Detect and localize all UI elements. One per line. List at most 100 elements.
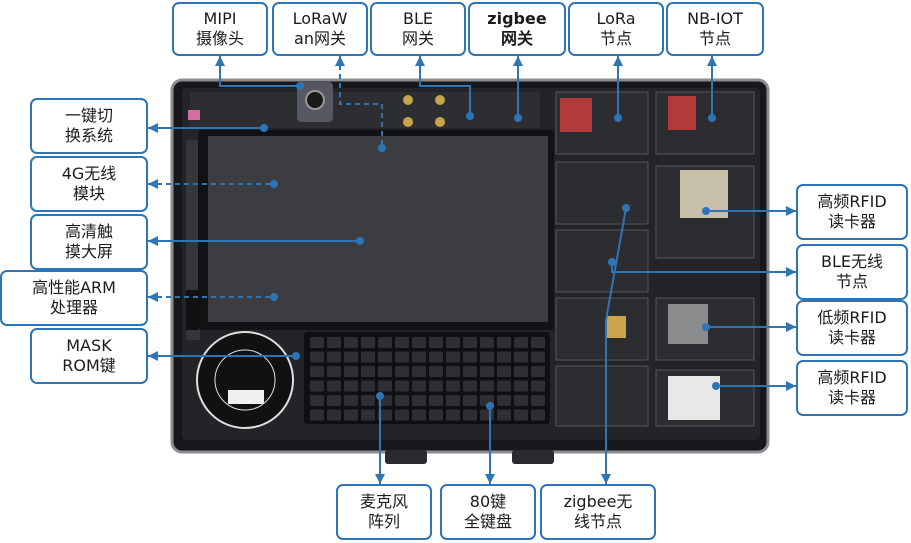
keyboard-key — [361, 366, 375, 377]
module-slot — [555, 365, 649, 427]
keyboard-key — [497, 351, 511, 363]
keyboard-key — [480, 409, 494, 421]
keyboard-key — [310, 366, 324, 377]
keyboard-key — [497, 395, 511, 406]
connector-arrows — [148, 56, 796, 484]
label-nbiot-node: NB-IOT 节点 — [666, 2, 764, 56]
keyboard-key — [412, 409, 426, 421]
keyboard-key — [310, 351, 324, 363]
line-ble-gateway — [419, 56, 471, 116]
keyboard-key — [378, 337, 392, 348]
antenna-connector — [403, 95, 413, 105]
label-zigbee-node: zigbee无 线节点 — [540, 484, 656, 540]
module-slot — [555, 297, 649, 361]
keyboard-key — [378, 366, 392, 377]
keyboard-key — [327, 380, 341, 392]
case-handle-right — [512, 450, 554, 464]
keyboard-key — [429, 366, 443, 377]
keyboard-key — [310, 380, 324, 392]
label-zigbee-gateway: zigbee 网关 — [468, 2, 566, 56]
lora-board — [560, 98, 592, 132]
keyboard-key — [463, 409, 477, 421]
keyboard-key — [514, 409, 528, 421]
module-slot — [555, 161, 649, 225]
keyboard-key — [310, 395, 324, 406]
connector-dots — [260, 82, 720, 410]
keyboard-key — [327, 395, 341, 406]
keyboard-key — [361, 351, 375, 363]
keyboard-key — [531, 351, 545, 363]
keyboard-key — [378, 380, 392, 392]
keyboard-key — [446, 337, 460, 348]
touchscreen-display — [208, 136, 548, 322]
label-hf-rfid-reader-2: 高频RFID 读卡器 — [796, 360, 908, 416]
keyboard-key — [463, 337, 477, 348]
antenna-connector — [403, 117, 413, 127]
keyboard-key — [531, 366, 545, 377]
keyboard-key — [446, 395, 460, 406]
keyboard-key — [344, 337, 358, 348]
keyboard-key — [327, 337, 341, 348]
keyboard-keys — [310, 337, 545, 421]
keyboard-key — [412, 366, 426, 377]
keyboard-key — [531, 395, 545, 406]
label-mask-rom-key: MASK ROM键 — [30, 328, 148, 384]
keyboard-key — [327, 351, 341, 363]
keyboard-key — [514, 337, 528, 348]
keyboard-key — [344, 380, 358, 392]
label-lf-rfid-reader: 低频RFID 读卡器 — [796, 300, 908, 356]
pink-connector — [188, 110, 200, 120]
keyboard-key — [480, 380, 494, 392]
keyboard-key — [531, 380, 545, 392]
keyboard-key — [412, 337, 426, 348]
case-handle-left — [385, 450, 427, 464]
keyboard-key — [480, 337, 494, 348]
keyboard-key — [429, 351, 443, 363]
keyboard-key — [327, 366, 341, 377]
lf-rfid-coil — [668, 304, 708, 344]
nbiot-board — [668, 96, 696, 130]
label-80-key-keyboard: 80键 全键盘 — [440, 484, 536, 540]
mic-array-inner — [214, 349, 276, 411]
line-zigbee-node — [605, 207, 627, 484]
keyboard-key — [344, 351, 358, 363]
keyboard-key — [378, 351, 392, 363]
keyboard-key — [497, 409, 511, 421]
keyboard-key — [395, 395, 409, 406]
keyboard-key — [412, 395, 426, 406]
keyboard-key — [361, 380, 375, 392]
label-lora-node: LoRa 节点 — [568, 2, 664, 56]
label-one-key-switch: 一键切 换系统 — [30, 98, 148, 154]
keyboard-key — [514, 395, 528, 406]
keyboard-key — [463, 351, 477, 363]
keyboard-key — [463, 366, 477, 377]
keyboard-key — [412, 380, 426, 392]
keyboard-key — [497, 337, 511, 348]
yellow-chip — [606, 316, 626, 338]
keyboard-key — [514, 351, 528, 363]
keyboard-key — [395, 351, 409, 363]
keyboard-key — [514, 380, 528, 392]
keyboard-key — [446, 351, 460, 363]
keyboard-key — [497, 380, 511, 392]
gpio-header — [186, 290, 198, 330]
keyboard-key — [446, 409, 460, 421]
line-lorawan — [339, 56, 383, 148]
keyboard-key — [361, 395, 375, 406]
module-slot — [555, 229, 649, 293]
antenna-connector — [435, 117, 445, 127]
keyboard-key — [395, 366, 409, 377]
label-lorawan-gateway: LoRaW an网关 — [272, 2, 368, 56]
keyboard-key — [344, 409, 358, 421]
nfc-card-area — [668, 376, 720, 420]
keyboard-key — [378, 409, 392, 421]
keyboard-key — [531, 409, 545, 421]
keyboard-key — [480, 366, 494, 377]
keyboard-key — [327, 409, 341, 421]
keyboard-key — [514, 366, 528, 377]
antenna-connector — [435, 95, 445, 105]
keyboard-key — [412, 351, 426, 363]
label-mipi-camera: MIPI 摄像头 — [172, 2, 268, 56]
keyboard-key — [429, 395, 443, 406]
camera-lens — [305, 90, 325, 110]
